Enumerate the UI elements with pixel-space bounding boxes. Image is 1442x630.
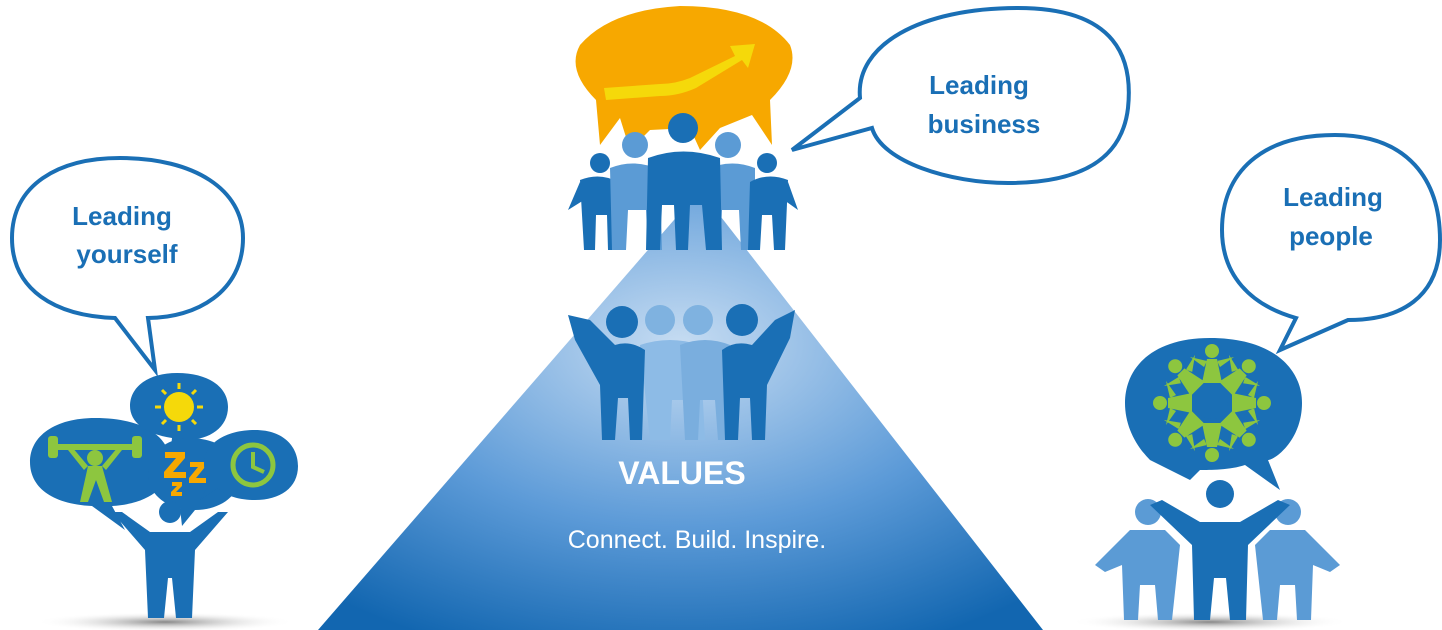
growth-arrow-icon [604,44,755,100]
ground-shadow-right [1070,612,1350,630]
bubble-leading-yourself: Leading yourself [9,155,246,378]
bubble-yourself-line1: Leading [72,201,172,231]
clock-icon [230,442,276,488]
bubble-people-line2: people [1289,221,1373,251]
people-team-icons [1095,338,1340,620]
weightlifter-icon [48,436,142,502]
bubble-leading-people: Leading people [1219,132,1442,355]
person-arms-up-icon [112,501,228,618]
growth-bubble [575,6,793,150]
sleep-icon [164,452,206,496]
bubble-business-line1: Leading [929,70,1029,100]
three-people-icon [1095,480,1340,620]
bubble-business-line2: business [928,109,1041,139]
values-title: VALUES [618,455,745,491]
values-subtitle: Connect. Build. Inspire. [568,526,826,554]
bubble-leading-business: Leading business [790,5,1131,186]
self-care-icons [30,373,298,618]
business-team-icon [568,113,798,250]
bubble-yourself-line2: yourself [76,239,177,269]
ground-shadow-left [35,612,295,630]
values-pyramid [318,190,1043,630]
people-circle-icon [1153,344,1271,462]
bubble-people-line1: Leading [1283,182,1383,212]
team-group-icon [568,304,795,440]
sun-icon [155,383,203,431]
